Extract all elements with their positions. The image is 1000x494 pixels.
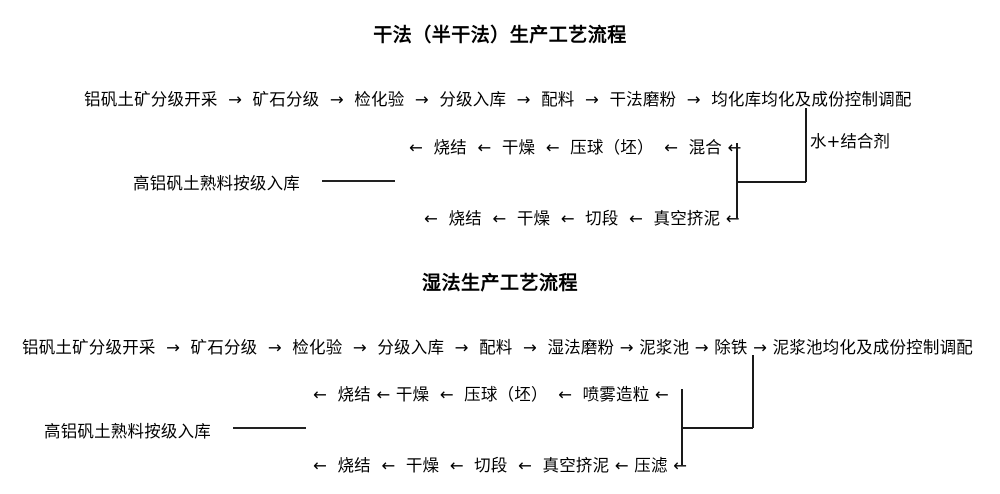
node-dry-r1-6: 干法磨粉: [609, 90, 677, 109]
wet-connector-vertical-right: [752, 355, 754, 428]
arrow-right-icon: →: [619, 338, 634, 357]
node-wet-r4-2: 干燥: [405, 456, 440, 475]
node-dry-r2-3: 压球（坯）: [570, 138, 654, 157]
node-dry-r4-2: 干燥: [516, 209, 551, 228]
arrow-left-icon: ←: [477, 138, 492, 157]
arrow-right-icon: →: [694, 338, 709, 357]
arrow-left-icon: ←: [492, 209, 507, 228]
wet-process-title: 湿法生产工艺流程: [421, 272, 578, 294]
arrow-right-icon: →: [454, 338, 469, 357]
node-dry-r4-3: 切段: [585, 209, 619, 228]
wet-connector-vertical-left: [681, 389, 683, 465]
node-wet-clinker-storage: 高铝矾土熟料按级入库: [44, 422, 211, 441]
arrow-left-icon: ←: [725, 209, 740, 228]
arrow-right-icon: →: [516, 90, 531, 109]
arrow-left-icon: ←: [614, 456, 629, 475]
wet-connector-horizontal: [681, 427, 753, 429]
node-wet-r1-6: 湿法磨粉: [547, 338, 615, 357]
dry-clinker-connector-line: [322, 180, 395, 182]
node-wet-r1-9: 泥浆池均化及成份控制调配: [772, 338, 973, 357]
node-wet-r2-2: 干燥: [395, 385, 430, 404]
arrow-right-icon: →: [686, 90, 701, 109]
arrow-right-icon: →: [584, 90, 599, 109]
node-dry-r1-5: 配料: [541, 90, 575, 109]
arrow-right-icon: →: [414, 90, 429, 109]
arrow-right-icon: →: [329, 90, 344, 109]
arrow-left-icon: ←: [381, 456, 396, 475]
node-wet-r4-4: 真空挤泥: [542, 456, 610, 475]
arrow-left-icon: ←: [664, 138, 679, 157]
node-wet-r1-4: 分级入库: [377, 338, 445, 357]
arrow-left-icon: ←: [673, 456, 688, 475]
node-dry-r1-3: 检化验: [354, 90, 405, 109]
node-wet-r1-5: 配料: [479, 338, 513, 357]
arrow-right-icon: →: [166, 338, 181, 357]
wet-clinker-connector-line: [233, 427, 306, 429]
dry-additive-note: 水+结合剂: [810, 132, 890, 151]
node-wet-r1-8: 除铁: [714, 338, 748, 357]
node-dry-r2-4: 混合: [688, 138, 723, 157]
arrow-left-icon: ←: [629, 209, 644, 228]
arrow-right-icon: →: [522, 338, 537, 357]
arrow-left-icon: ←: [409, 138, 424, 157]
node-dry-r1-7: 均化库均化及成份控制调配: [711, 90, 912, 109]
dry-connector-horizontal: [736, 181, 806, 183]
arrow-left-icon: ←: [313, 385, 328, 404]
node-dry-clinker-storage: 高铝矾土熟料按级入库: [133, 174, 300, 193]
node-dry-r2-1: 烧结: [433, 138, 467, 157]
dry-connector-vertical-left: [736, 143, 738, 218]
node-wet-r2-3: 压球（坯）: [464, 385, 548, 404]
dry-row-2-return-chain: ← 烧结 ← 干燥 ← 压球（坯） ← 混合 ←: [404, 134, 742, 158]
node-dry-r2-2: 干燥: [501, 138, 536, 157]
wet-row-3-clinker-storage: 高铝矾土熟料按级入库: [44, 418, 211, 442]
node-dry-r4-1: 烧结: [448, 209, 482, 228]
wet-row-2-return-chain: ← 烧结 ← 干燥 ← 压球（坯） ← 喷雾造粒 ←: [308, 381, 669, 405]
arrow-left-icon: ←: [518, 456, 533, 475]
node-wet-r2-4: 喷雾造粒: [582, 385, 650, 404]
arrow-right-icon: →: [352, 338, 367, 357]
arrow-left-icon: ←: [376, 385, 391, 404]
dry-row-1-forward-chain: 铝矾土矿分级开采 → 矿石分级 → 检化验 → 分级入库 → 配料 → 干法磨粉…: [84, 86, 912, 110]
arrow-left-icon: ←: [449, 456, 464, 475]
node-wet-r1-1: 铝矾土矿分级开采: [22, 338, 156, 357]
arrow-right-icon: →: [267, 338, 282, 357]
arrow-left-icon: ←: [558, 385, 573, 404]
wet-row-4-return-chain: ← 烧结 ← 干燥 ← 切段 ← 真空挤泥 ← 压滤 ←: [308, 452, 687, 476]
dry-row-4-return-chain: ← 烧结 ← 干燥 ← 切段 ← 真空挤泥 ←: [419, 205, 740, 229]
dry-process-title: 干法（半干法）生产工艺流程: [373, 24, 627, 46]
node-wet-r1-7: 泥浆池: [639, 338, 690, 357]
arrow-right-icon: →: [753, 338, 768, 357]
arrow-left-icon: ←: [439, 385, 454, 404]
arrow-left-icon: ←: [560, 209, 575, 228]
node-wet-r4-3: 切段: [474, 456, 508, 475]
dry-connector-vertical-right: [805, 108, 807, 182]
wet-row-1-forward-chain: 铝矾土矿分级开采 → 矿石分级 → 检化验 → 分级入库 → 配料 → 湿法磨粉…: [22, 334, 973, 358]
arrow-left-icon: ←: [545, 138, 560, 157]
arrow-left-icon: ←: [313, 456, 328, 475]
dry-row-3-clinker-storage: 高铝矾土熟料按级入库: [133, 170, 300, 194]
arrow-right-icon: →: [228, 90, 243, 109]
node-wet-r1-2: 矿石分级: [190, 338, 258, 357]
node-dry-r1-2: 矿石分级: [252, 90, 320, 109]
node-dry-r1-1: 铝矾土矿分级开采: [84, 90, 218, 109]
node-dry-r1-4: 分级入库: [439, 90, 507, 109]
node-wet-r4-1: 烧结: [337, 456, 371, 475]
node-dry-r4-4: 真空挤泥: [653, 209, 721, 228]
arrow-left-icon: ←: [654, 385, 669, 404]
node-wet-r2-1: 烧结: [337, 385, 371, 404]
node-wet-r4-5: 压滤: [634, 456, 668, 475]
arrow-left-icon: ←: [727, 138, 742, 157]
arrow-left-icon: ←: [424, 209, 439, 228]
node-wet-r1-3: 检化验: [292, 338, 343, 357]
